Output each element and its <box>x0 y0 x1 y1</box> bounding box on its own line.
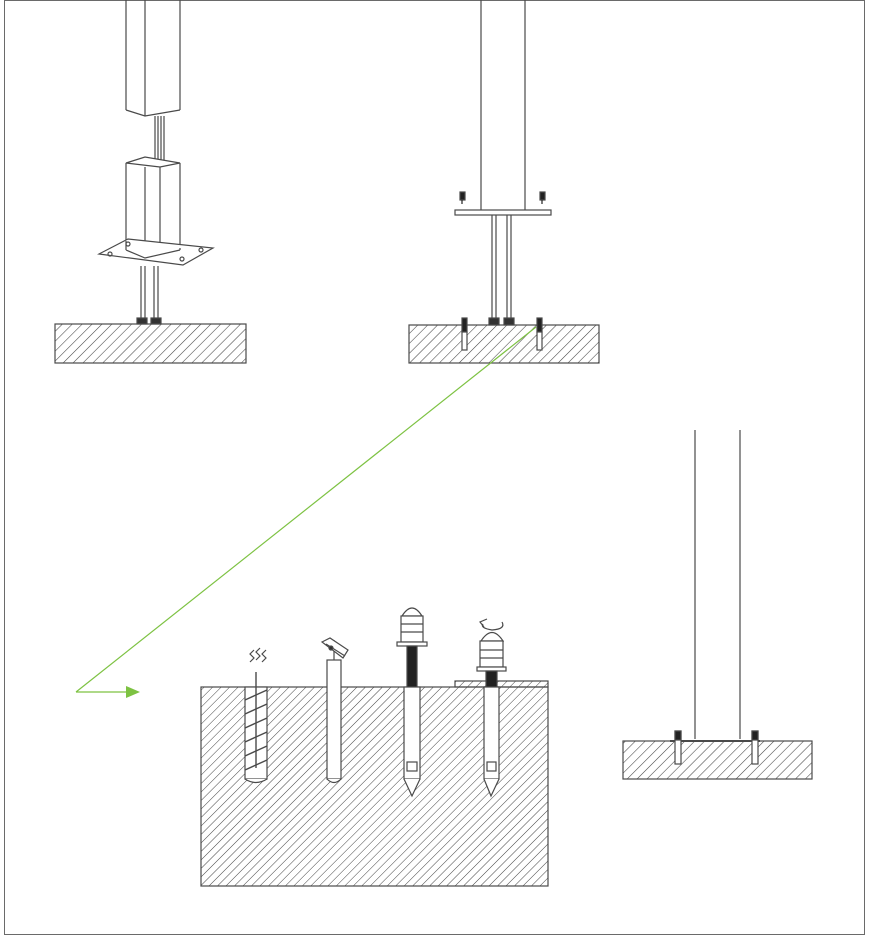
arrowhead-icon <box>126 686 140 698</box>
anchor-bolt-icon <box>461 317 543 351</box>
step-2-pole-lowered-with-anchor-bolts <box>408 0 600 364</box>
expansion-anchor-icon <box>396 607 428 798</box>
threaded-rod-icon <box>491 215 512 318</box>
threaded-rod-icon <box>140 266 159 318</box>
hex-nut-icon <box>459 191 546 204</box>
step-3-anchor-bolt-installation-detail <box>200 607 549 887</box>
hex-nut-icon <box>136 317 162 325</box>
anchor-bolt-icon <box>674 730 759 765</box>
step-1-pole-base-plate-on-bolts <box>54 0 247 364</box>
hex-nut-icon <box>488 317 515 326</box>
frame-border <box>4 0 865 935</box>
concrete-slab-icon <box>622 740 813 780</box>
callout-arrow <box>75 326 537 698</box>
expansion-anchor-icon <box>454 631 549 798</box>
concrete-slab-icon <box>54 323 247 364</box>
hammer-icon <box>320 637 349 784</box>
base-plate-icon <box>97 238 215 266</box>
drill-icon <box>244 647 268 784</box>
concrete-slab-icon <box>408 324 600 364</box>
step-4-pole-fixed-on-foundation <box>622 430 813 780</box>
rotate-arrow-icon <box>479 618 504 631</box>
base-plate-icon <box>454 209 552 216</box>
threaded-rod-icon <box>154 116 165 160</box>
pole-icon <box>480 0 526 210</box>
pole-icon <box>125 0 181 117</box>
pole-icon <box>694 430 741 739</box>
